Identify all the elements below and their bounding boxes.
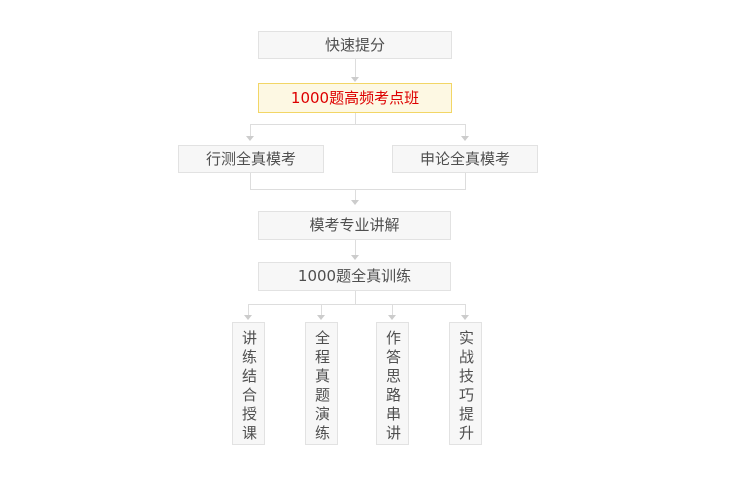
connector-line	[355, 240, 356, 256]
connector-line	[392, 304, 393, 316]
connector-line	[465, 124, 466, 137]
node-highlight-course: 1000题高频考点班	[258, 83, 452, 113]
arrow-down-icon	[461, 315, 469, 320]
node-mock-explain: 模考专业讲解	[258, 211, 451, 240]
arrow-down-icon	[351, 255, 359, 260]
arrow-down-icon	[246, 136, 254, 141]
node-leaf-practical-skills: 实战技巧提升	[449, 322, 482, 445]
connector-line	[355, 113, 356, 124]
connector-line	[250, 124, 466, 125]
node-real-training: 1000题全真训练	[258, 262, 451, 291]
connector-line	[465, 173, 466, 190]
node-shenlun-mock-exam: 申论全真模考	[392, 145, 538, 173]
connector-line	[250, 124, 251, 137]
connector-line	[355, 59, 356, 78]
node-leaf-real-questions: 全程真题演练	[305, 322, 338, 445]
node-xingce-mock-exam: 行测全真模考	[178, 145, 324, 173]
connector-line	[250, 189, 466, 190]
arrow-down-icon	[351, 200, 359, 205]
arrow-down-icon	[388, 315, 396, 320]
arrow-down-icon	[317, 315, 325, 320]
node-leaf-teach-practice: 讲练结合授课	[232, 322, 265, 445]
arrow-down-icon	[461, 136, 469, 141]
connector-line	[248, 304, 466, 305]
arrow-down-icon	[244, 315, 252, 320]
connector-line	[250, 173, 251, 190]
connector-line	[355, 291, 356, 305]
connector-line	[355, 189, 356, 201]
node-leaf-answer-thinking: 作答思路串讲	[376, 322, 409, 445]
connector-line	[248, 304, 249, 316]
node-quick-improve: 快速提分	[258, 31, 452, 59]
connector-line	[321, 304, 322, 316]
connector-line	[465, 304, 466, 316]
arrow-down-icon	[351, 77, 359, 82]
